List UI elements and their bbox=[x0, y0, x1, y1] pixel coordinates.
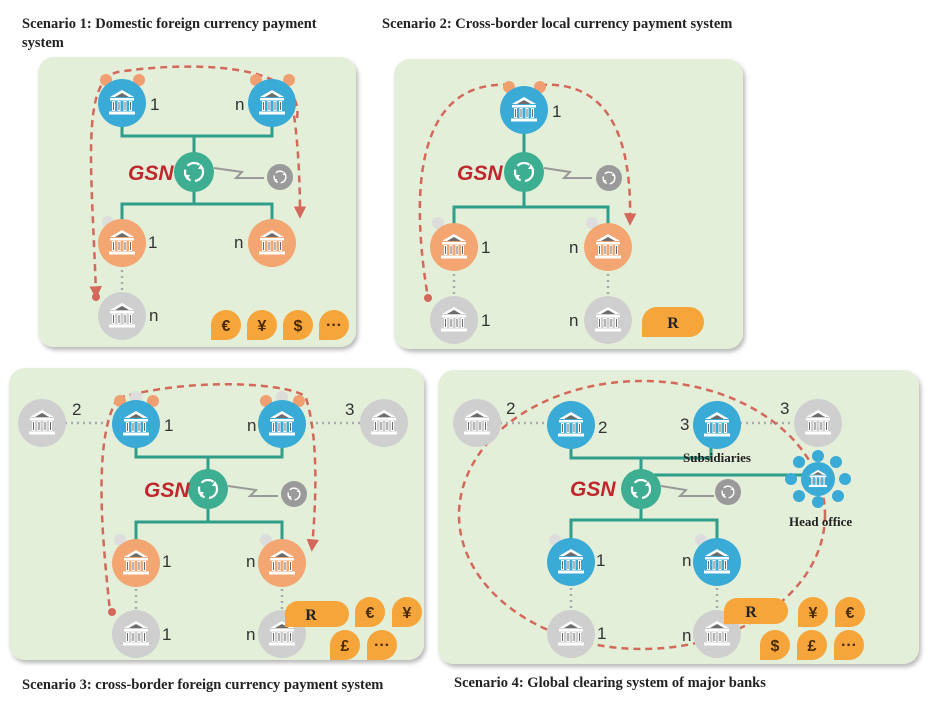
s1-label-n-bottom: n bbox=[149, 306, 158, 325]
scenario3-bank-bottom-1 bbox=[112, 610, 160, 658]
scenario2-bank-mid-n bbox=[584, 223, 632, 271]
s3-label-3: 3 bbox=[345, 400, 354, 419]
scenario1-cycle-icon bbox=[267, 164, 293, 190]
s4-dollar: $ bbox=[771, 638, 780, 655]
head-office-label: Head office bbox=[789, 514, 852, 529]
scenario4-cycle-icon bbox=[715, 479, 741, 505]
scenario4-bank-bottom-1 bbox=[547, 610, 595, 658]
scenario1-caption-line2: system bbox=[22, 35, 64, 51]
s2-label-n-bottom: n bbox=[569, 311, 578, 330]
scenario4-bank-mid-n bbox=[693, 538, 741, 586]
scenario2-caption: Scenario 2: Cross-border local currency … bbox=[382, 16, 733, 32]
s4-more: ··· bbox=[841, 637, 857, 654]
s2-label-1-top: 1 bbox=[552, 102, 561, 121]
s4-label-n-mid: n bbox=[682, 551, 691, 570]
s4-label-2: 2 bbox=[598, 418, 607, 437]
head-office-icon bbox=[785, 450, 851, 508]
s1-yen: ¥ bbox=[258, 318, 267, 335]
s4-label-3: 3 bbox=[680, 415, 689, 434]
s3-pound: £ bbox=[341, 638, 350, 655]
s1-label-1-mid: 1 bbox=[148, 233, 157, 252]
scenario1-bank-top-1 bbox=[98, 79, 146, 127]
s4-yen: ¥ bbox=[809, 605, 818, 622]
scenario4-gsn-hub bbox=[621, 469, 661, 509]
scenario4-caption: Scenario 4: Global clearing system of ma… bbox=[454, 675, 766, 691]
scenario2-gsn-hub bbox=[504, 152, 544, 192]
s2-label-1-bottom: 1 bbox=[481, 311, 490, 330]
scenario3-bank-top-1 bbox=[112, 400, 160, 448]
subsidiaries-label: Subsidiaries bbox=[683, 450, 751, 465]
s4-label-1-mid: 1 bbox=[596, 551, 605, 570]
scenario3-bank-left-2 bbox=[18, 399, 66, 447]
scenario4-bank-top-2 bbox=[547, 401, 595, 449]
s3-rand: R bbox=[305, 607, 317, 624]
scenario1-bank-bottom-n bbox=[98, 292, 146, 340]
scenario4-bank-right-3 bbox=[794, 399, 842, 447]
s1-more: ··· bbox=[326, 317, 342, 334]
scenario4-bank-left-2 bbox=[453, 399, 501, 447]
scenario2-bank-top-1 bbox=[500, 86, 548, 134]
s3-label-n-top: n bbox=[247, 416, 256, 435]
s3-label-2: 2 bbox=[72, 400, 81, 419]
scenario2-cycle-icon bbox=[596, 165, 622, 191]
scenario2-panel bbox=[394, 59, 743, 349]
scenario1-gsn-label: GSN bbox=[128, 162, 174, 185]
scenario4-bank-top-3 bbox=[693, 401, 741, 449]
s3-label-n-bottom: n bbox=[246, 625, 255, 644]
scenario3-bank-mid-1 bbox=[112, 539, 160, 587]
s1-euro: € bbox=[222, 318, 231, 335]
s4-euro: € bbox=[846, 605, 855, 622]
s4-label-1-bottom: 1 bbox=[597, 624, 606, 643]
scenario2-bank-mid-1 bbox=[430, 223, 478, 271]
scenario1-caption: Scenario 1: Domestic foreign currency pa… bbox=[22, 15, 317, 53]
scenario3-cycle-icon bbox=[281, 481, 307, 507]
scenario3-caption: Scenario 3: cross-border foreign currenc… bbox=[22, 677, 384, 693]
s1-label-n-top: n bbox=[235, 95, 244, 114]
s1-label-n-mid: n bbox=[234, 233, 243, 252]
scenario1-bank-mid-n bbox=[248, 219, 296, 267]
scenario1-caption-line1: Scenario 1: Domestic foreign currency pa… bbox=[22, 16, 317, 32]
scenario1-bank-top-n bbox=[248, 79, 296, 127]
scenario3-bank-right-3 bbox=[360, 399, 408, 447]
s2-label-n-mid: n bbox=[569, 238, 578, 257]
scenario4-bank-mid-1 bbox=[547, 538, 595, 586]
s2-rand: R bbox=[667, 315, 679, 332]
scenario3-bank-mid-n bbox=[258, 539, 306, 587]
s3-euro: € bbox=[366, 605, 375, 622]
scenario3-gsn-label: GSN bbox=[144, 479, 190, 502]
s4-rand: R bbox=[745, 604, 757, 621]
s1-label-1-top: 1 bbox=[150, 95, 159, 114]
scenario1-bank-mid-1 bbox=[98, 219, 146, 267]
s2-label-1-mid: 1 bbox=[481, 238, 490, 257]
s3-yen: ¥ bbox=[403, 605, 412, 622]
scenario2-bank-bottom-n bbox=[584, 296, 632, 344]
s4-pound: £ bbox=[808, 638, 817, 655]
s3-more: ··· bbox=[374, 637, 390, 654]
scenario3-panel bbox=[9, 368, 424, 660]
s4-label-n-bottom: n bbox=[682, 626, 691, 645]
s4-label-3-right: 3 bbox=[780, 399, 789, 418]
s3-label-1-mid: 1 bbox=[162, 552, 171, 571]
scenario2-gsn-label: GSN bbox=[457, 162, 503, 185]
scenario4-gsn-label: GSN bbox=[570, 478, 616, 501]
scenario1-panel bbox=[38, 57, 356, 347]
s3-label-1-top: 1 bbox=[164, 416, 173, 435]
scenario3-bank-top-n bbox=[258, 400, 306, 448]
s3-label-n-mid: n bbox=[246, 552, 255, 571]
s4-label-2-left: 2 bbox=[506, 399, 515, 418]
s1-dollar: $ bbox=[294, 318, 303, 335]
scenario2-bank-bottom-1 bbox=[430, 296, 478, 344]
s3-label-1-bottom: 1 bbox=[162, 625, 171, 644]
scenario1-gsn-hub bbox=[174, 152, 214, 192]
scenario3-gsn-hub bbox=[188, 469, 228, 509]
